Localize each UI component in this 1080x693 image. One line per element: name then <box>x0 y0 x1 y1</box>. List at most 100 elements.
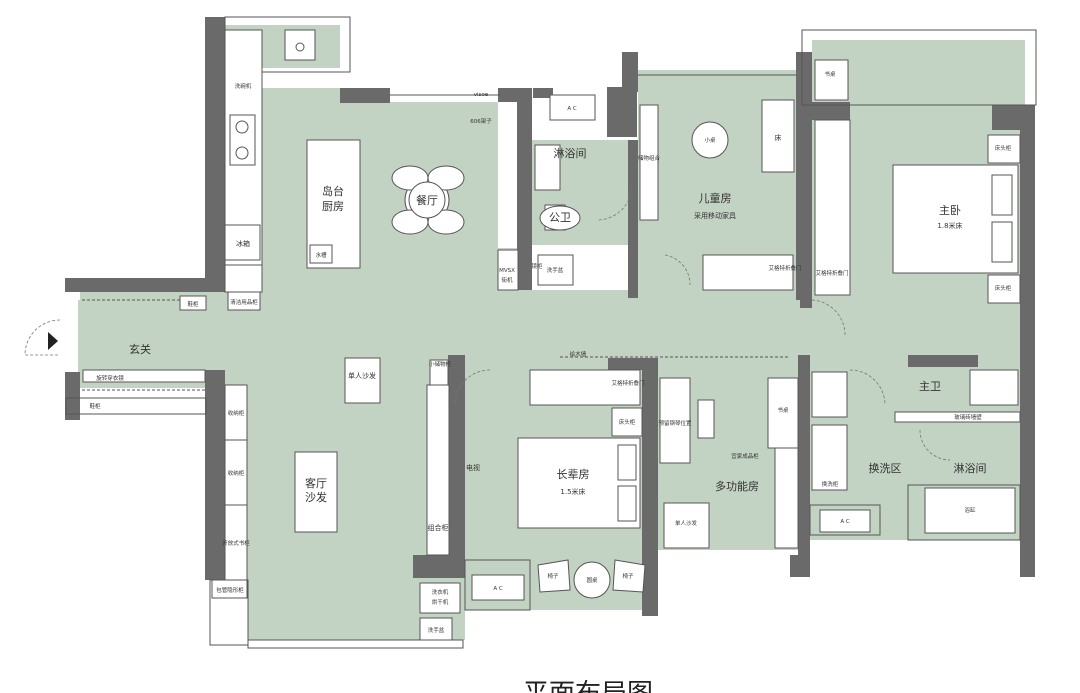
wall <box>205 370 225 580</box>
small-storage-label: 小储物柜 <box>429 360 452 368</box>
round-table <box>573 561 611 599</box>
folding-door <box>529 369 641 406</box>
window <box>65 397 207 415</box>
wall <box>800 300 812 308</box>
ikea-door2-label: 艾格特折叠门 <box>815 269 848 277</box>
balcony-outline <box>801 29 1037 106</box>
kitchen-label: 厨房 <box>322 200 344 213</box>
master-shower-label: 淋浴间 <box>954 462 987 475</box>
piano <box>659 377 691 464</box>
kids-room-sub-label: 采用移动家具 <box>694 211 736 220</box>
wall <box>798 355 810 577</box>
folding-door <box>814 119 851 296</box>
bedside-table <box>987 274 1021 304</box>
toilet-seat <box>539 205 581 231</box>
ikea-cabinet <box>774 447 799 549</box>
kids-room-floor <box>638 70 800 290</box>
wall <box>340 88 390 103</box>
rack2-label: 606架子 <box>470 118 492 125</box>
mirror-cab-label: 镜柜 <box>531 262 543 270</box>
ac-unit <box>549 94 596 121</box>
entry-door <box>24 319 61 356</box>
bathtub <box>924 487 1016 534</box>
ac-label: A C <box>493 586 503 592</box>
shower-label: 淋浴间 <box>554 147 587 160</box>
fridge <box>224 224 261 261</box>
walls <box>65 17 1035 616</box>
dishwasher-label: 洗碗机 <box>235 82 252 90</box>
ac-label: A C <box>567 106 577 112</box>
dining-label: 餐厅 <box>416 193 438 207</box>
burner <box>235 146 249 160</box>
master-label: 主卧 <box>939 204 961 217</box>
single-sofa2-label: 单人沙发 <box>675 519 698 527</box>
single-sofa-label: 单人沙发 <box>348 371 376 380</box>
shoe-cabinet-label: 鞋柜 <box>187 300 199 308</box>
wall <box>413 555 465 578</box>
furniture-labels: 洗碗机 冰箱 水槽 鞋柜 清洁用品柜 旋转穿衣镜 鞋柜 收纳柜 收纳柜 开放式书… <box>89 70 1011 634</box>
balcony-outline <box>464 559 531 611</box>
balcony-outline <box>247 639 464 649</box>
door-arc <box>664 254 691 286</box>
toilet <box>969 369 1019 406</box>
ikea-door1-label: 艾格特折叠门 <box>768 264 801 272</box>
chair2-label: 椅子 <box>622 572 634 580</box>
folding-door <box>702 254 794 291</box>
dining-chair <box>427 165 465 191</box>
pack-cabinet-label: 包管隐形柜 <box>216 586 244 594</box>
pack-cabinet <box>211 579 248 599</box>
cabinet <box>224 264 263 293</box>
shoe-bench <box>82 369 206 383</box>
burner <box>235 120 249 134</box>
wall <box>1020 105 1035 577</box>
piano-label: 预留钢琴位置 <box>658 419 692 427</box>
water-tank <box>309 244 333 264</box>
ikea-door3-label: 艾格特折叠门 <box>611 379 644 387</box>
bed-label: 床 <box>775 133 782 142</box>
wall <box>205 17 225 292</box>
master-sub-label: 1.8米床 <box>937 221 962 230</box>
wall <box>607 87 637 137</box>
multi-room-label: 多功能房 <box>715 479 759 493</box>
kids-room-label: 儿童房 <box>699 191 732 205</box>
basin1-label: 洗手盆 <box>428 626 445 634</box>
dining-chair <box>427 209 465 235</box>
water-tank-label: 水槽 <box>315 251 327 259</box>
wall <box>517 88 532 290</box>
kids-bed <box>761 99 795 173</box>
storage1-label: 收纳柜 <box>228 409 245 417</box>
living-sofa-label: 沙发 <box>305 490 327 504</box>
wall <box>796 52 812 300</box>
mvsx-label: MVSX <box>499 268 515 274</box>
combo-cabinet-label: 组合柜 <box>428 523 449 532</box>
door-arc <box>811 299 846 336</box>
mvsx2-label: 街机 <box>501 276 513 284</box>
dining-table-top <box>408 181 446 219</box>
ikea-cab-label: 宜家成品柜 <box>731 452 759 460</box>
bathtub-label: 浴缸 <box>964 506 976 514</box>
wall <box>65 278 225 292</box>
chair <box>612 559 646 593</box>
desk <box>814 59 849 101</box>
bedside3-label: 床头柜 <box>619 418 636 426</box>
wall <box>65 372 80 420</box>
washer-label: 洗衣机 <box>432 588 449 596</box>
sink-drain <box>295 42 305 52</box>
shoe-cabinet2-label: 鞋柜 <box>89 402 101 410</box>
ikea-cabinet <box>767 377 799 449</box>
glass-shelf-label: 玻璃砖墙壁 <box>954 413 982 421</box>
public-bath-label: 公卫 <box>549 211 571 224</box>
elder-room-label: 长辈房 <box>557 467 590 481</box>
ac-label: A C <box>840 519 850 525</box>
public-shower <box>534 144 561 191</box>
chair <box>537 559 571 593</box>
change-cab-label: 换洗柜 <box>822 480 839 488</box>
basin2-label: 洗手盆 <box>547 266 564 274</box>
washer <box>419 582 461 614</box>
chair1-label: 椅子 <box>547 572 559 580</box>
living-label: 客厅 <box>305 476 327 490</box>
wall <box>533 88 553 98</box>
door-arc <box>919 429 951 461</box>
desk1-label: 书桌 <box>824 70 836 78</box>
entry-door-arrow-icon <box>48 332 58 350</box>
